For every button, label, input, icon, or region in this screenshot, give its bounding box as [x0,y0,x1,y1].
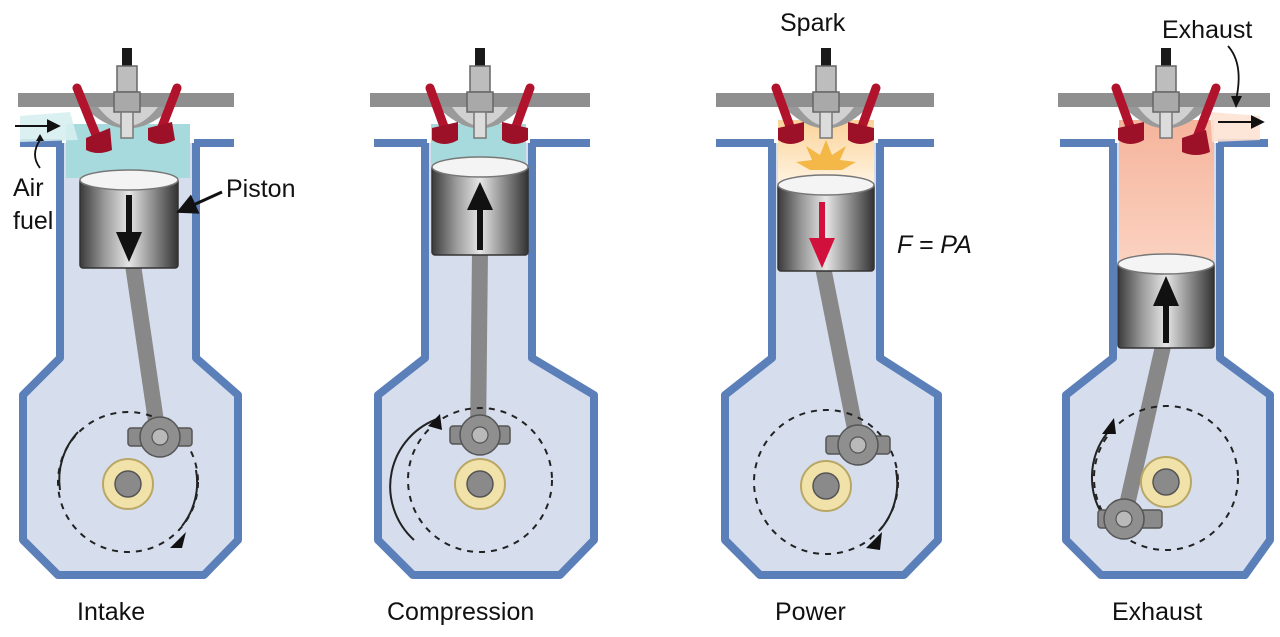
connecting-rod [814,254,866,452]
exhaust-valve-head [1182,130,1210,155]
spark-plug-terminal [122,48,132,68]
spark-plug-terminal [1161,48,1171,68]
compression-panel: Compression [370,48,598,626]
intake-panel: Air fuel Piston Intake [13,48,295,626]
intake-valve-head [778,122,804,144]
spark-plug-body [116,65,138,93]
exhaust-valve-stem [509,83,535,137]
exhaust-valve-stem [1191,83,1221,145]
intake-valve-stem [771,83,797,137]
spark-plug-body [469,65,491,93]
connecting-rod [470,242,488,448]
piston-pointer [176,190,223,214]
exhaust-top-label: Exhaust [1162,16,1252,44]
connecting-rod [1116,334,1172,526]
force-formula: F = PA [897,231,972,259]
piston-top [777,174,875,196]
piston-direction-arrow [1153,276,1179,306]
spark-plug-terminal [821,48,831,68]
spark-plug-terminal [475,48,485,68]
spark-burst [796,140,856,170]
exhaust-panel: Exhaust Exhaust [1058,16,1274,626]
power-force-arrow [809,238,835,268]
exhaust-gas [1119,120,1214,262]
intake-valve-head [86,128,112,153]
piston-direction-arrow [116,232,142,262]
spark-plug-body [815,65,837,93]
intake-valve-stem [425,83,451,137]
piston-top [1117,253,1215,275]
stroke-name-exhaust: Exhaust [1112,598,1202,626]
exhaust-valve-head [502,122,528,144]
rotation-arrow [170,532,186,548]
piston-direction-arrow [467,182,493,210]
rotation-arrow [428,414,442,430]
piston-top [431,156,529,178]
air-label: Air [13,174,44,202]
crank-path [407,407,553,553]
spark-plug-body [1155,65,1177,93]
outgoing-exhaust [1210,112,1260,142]
intake-valve-head [1118,122,1144,144]
fuel-label: fuel [13,207,53,235]
stroke-name-compression: Compression [387,598,534,626]
intake-valve-stem [72,83,103,145]
piston-top [79,169,179,191]
spark-label: Spark [780,9,846,37]
crank-path [1093,405,1239,551]
exhaust-valve-stem [855,83,881,137]
intake-valve-stem [1111,83,1137,137]
piston-label: Piston [226,175,295,203]
power-panel: Spark F = PA Power [716,9,972,626]
engine-block [19,143,242,579]
stroke-name-intake: Intake [77,598,145,626]
connecting-rod [124,250,166,443]
rotation-arrow [1102,418,1116,434]
exhaust-valve-head [148,122,175,144]
intake-valve-head [432,122,458,144]
exhaust-pointer [1227,45,1240,101]
exhaust-valve-head [848,122,874,144]
stroke-name-power: Power [775,598,846,626]
rotation-arrow [866,532,882,550]
